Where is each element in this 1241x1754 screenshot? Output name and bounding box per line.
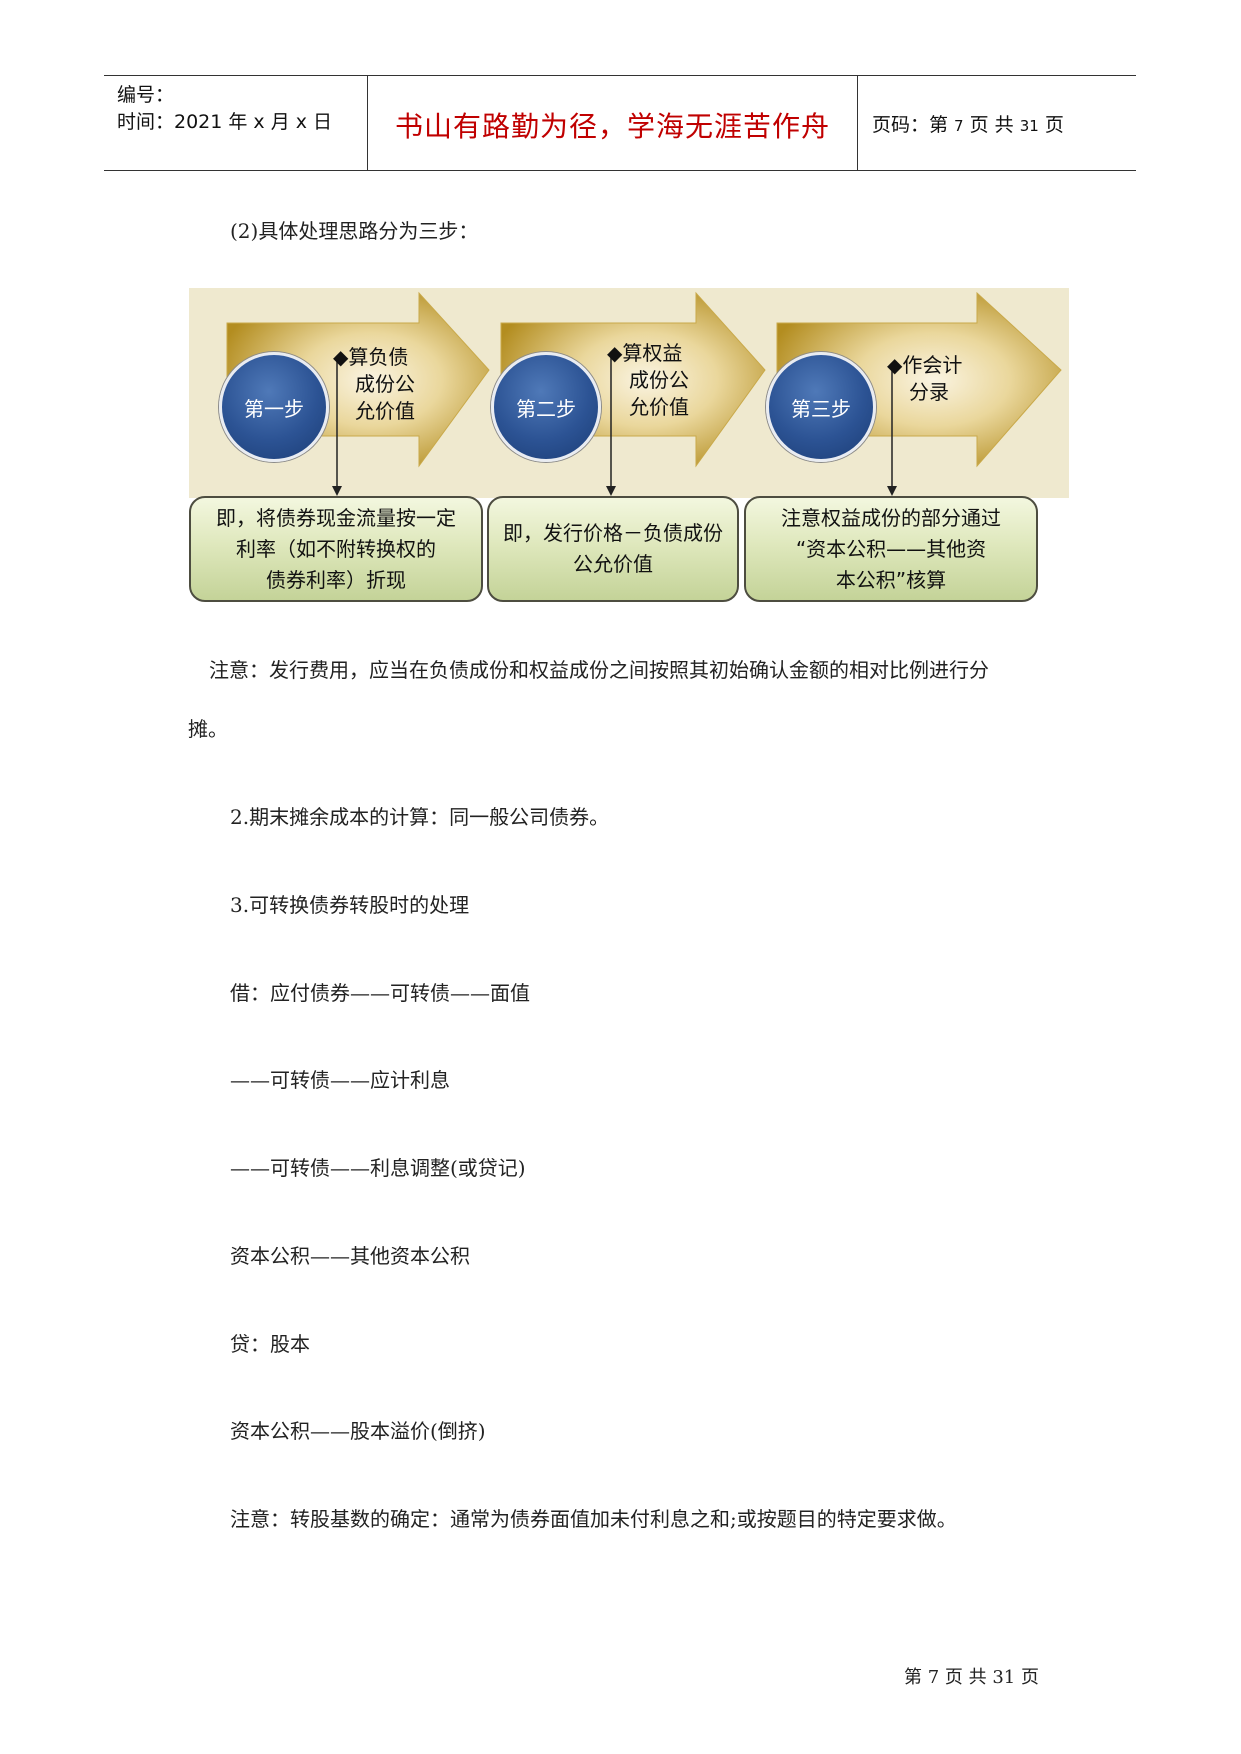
connector-2-head (606, 486, 616, 496)
connector-3-head (887, 486, 897, 496)
step-3-box: 注意权益成份的部分通过 “资本公积——其他资 本公积”核算 (744, 496, 1038, 602)
item-2: 2.期末摊余成本的计算：同一般公司债券。 (230, 805, 610, 829)
step-3-label: ◆作会计 分录 (887, 353, 963, 404)
step-2-box: 即，发行价格－负债成份 公允价值 (487, 496, 739, 602)
arrow-graphics (189, 288, 1069, 498)
entry-line: 资本公积——其他资本公积 (230, 1244, 470, 1268)
header-motto-cell: 书山有路勤为径，学海无涯苦作舟 (368, 76, 858, 170)
note-conversion-base: 注意：转股基数的确定：通常为债券面值加未付利息之和;或按题目的特定要求做。 (230, 1507, 957, 1531)
item-3: 3.可转换债券转股时的处理 (230, 893, 470, 917)
intro-line: (2)具体处理思路分为三步： (230, 219, 479, 243)
header-page-cell: 页码：第 7 页 共 31 页 (858, 76, 1136, 170)
page-total: 31 (1019, 117, 1039, 135)
page-mid: 页 共 (963, 114, 1020, 136)
note-fee-line1: 注意：发行费用，应当在负债成份和权益成份之间按照其初始确认金额的相对比例进行分 (209, 658, 989, 682)
number-label: 编号： (117, 84, 175, 106)
page-header: 编号： 时间：2021 年 x 月 x 日 书山有路勤为径，学海无涯苦作舟 页码… (104, 75, 1136, 171)
connector-1-head (332, 486, 342, 496)
entry-line: ——可转债——利息调整(或贷记) (230, 1156, 526, 1180)
page-prefix: 页码：第 (872, 114, 955, 136)
entry-line: 资本公积——股本溢价(倒挤) (230, 1419, 486, 1443)
entry-line: 贷：股本 (230, 1332, 310, 1356)
time-label: 时间：2021 年 x 月 x 日 (117, 111, 333, 133)
entry-line: ——可转债——应计利息 (230, 1068, 450, 1092)
step-2-circle: 第二步 (491, 352, 601, 462)
page-number: 7 (954, 117, 964, 135)
page-footer: 第 7 页 共 31 页 (904, 1667, 1039, 1688)
note-fee-line2: 摊。 (188, 717, 228, 741)
step-1-box: 即，将债券现金流量按一定 利率（如不附转换权的 债券利率）折现 (189, 496, 483, 602)
page-indicator: 页码：第 7 页 共 31 页 (872, 110, 1064, 137)
header-info-cell: 编号： 时间：2021 年 x 月 x 日 (104, 76, 368, 170)
step-2-label: ◆算权益 成份公 允价值 (607, 341, 689, 419)
motto: 书山有路勤为径，学海无涯苦作舟 (394, 110, 830, 143)
three-step-diagram: 第一步 第二步 第三步 ◆算负债 成份公 允价值 ◆算权益 成份公 允价值 ◆作… (189, 288, 1069, 608)
step-1-label: ◆算负债 成份公 允价值 (333, 345, 415, 423)
entry-line: 借：应付债券——可转债——面值 (230, 981, 530, 1005)
page-suffix: 页 (1038, 114, 1064, 136)
step-3-circle: 第三步 (766, 352, 876, 462)
step-1-circle: 第一步 (219, 352, 329, 462)
